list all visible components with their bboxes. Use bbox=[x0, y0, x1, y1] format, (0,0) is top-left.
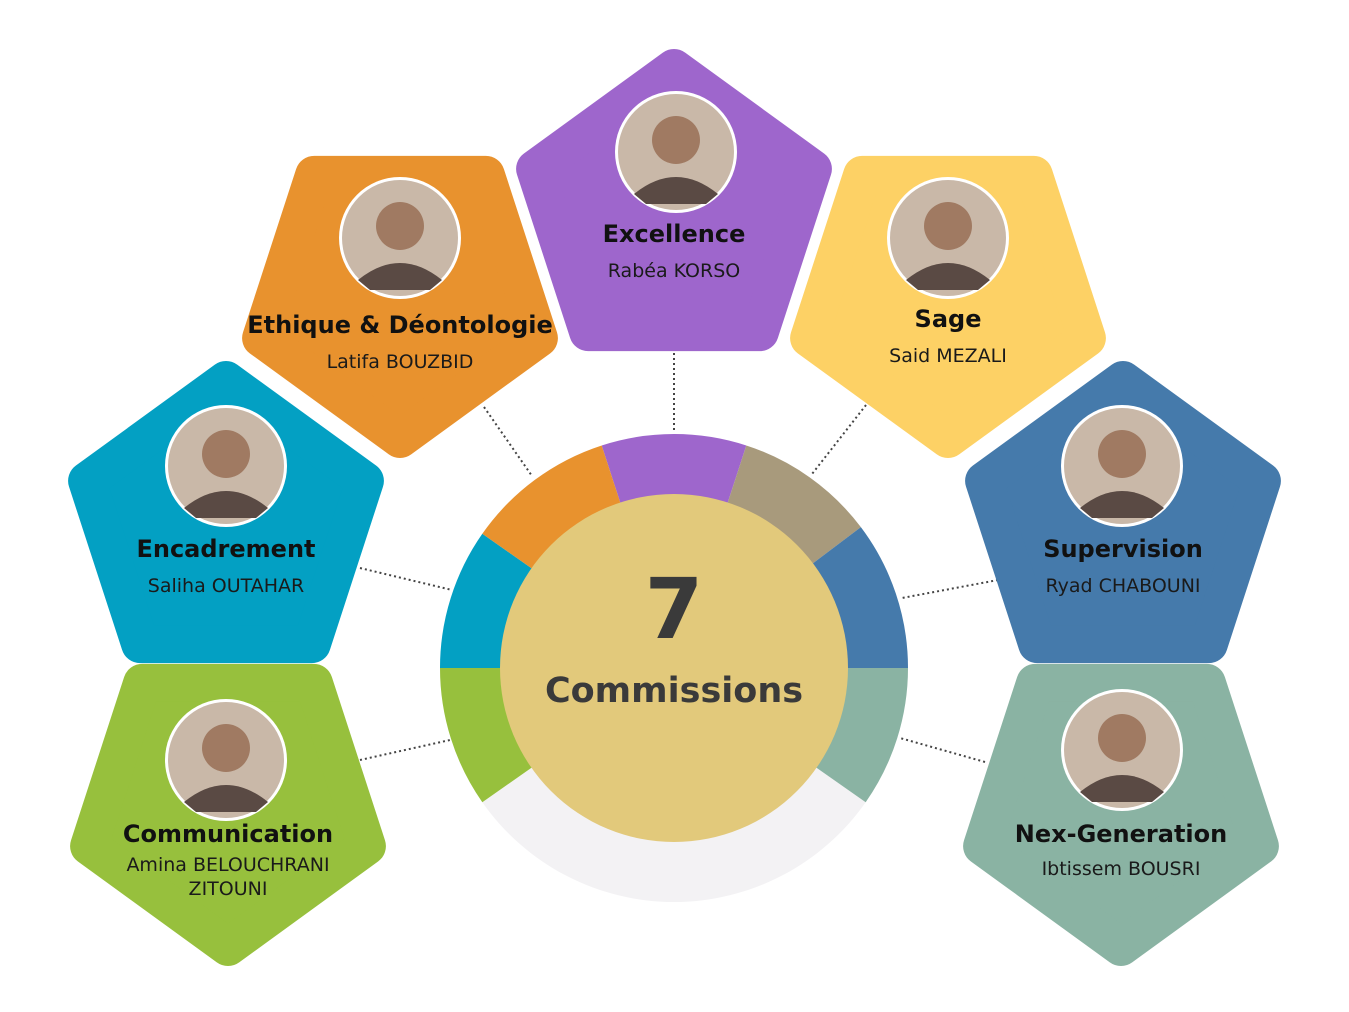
avatar-communication bbox=[165, 699, 287, 821]
connector-sage bbox=[811, 404, 867, 475]
avatar-nex-generation bbox=[1061, 689, 1183, 811]
avatar-sage bbox=[887, 177, 1009, 299]
avatar-supervision bbox=[1061, 405, 1183, 527]
connector-ethique bbox=[483, 406, 533, 477]
pentagon-ethique bbox=[242, 155, 558, 458]
commission-president: Ibtissem BOUSRI bbox=[1042, 858, 1201, 880]
commission-president: ZITOUNI bbox=[189, 878, 268, 900]
commission-count: 7 bbox=[645, 560, 703, 658]
commission-president: Said MEZALI bbox=[889, 345, 1007, 367]
connector-supervision bbox=[901, 579, 999, 599]
person-head-icon bbox=[1098, 430, 1146, 478]
ring bbox=[440, 434, 908, 902]
connectors bbox=[359, 348, 999, 763]
ring-segment-sage bbox=[727, 445, 861, 565]
person-head-icon bbox=[1098, 714, 1146, 762]
person-head-icon bbox=[652, 116, 700, 164]
person-body-icon bbox=[358, 263, 442, 290]
commission-title: Supervision bbox=[1043, 535, 1203, 563]
connector-nex-generation bbox=[899, 737, 986, 763]
commission-title: Excellence bbox=[603, 220, 746, 248]
commission-president: Amina BELOUCHRANI bbox=[126, 854, 329, 876]
pentagon-nex-generation bbox=[963, 663, 1279, 966]
connector-encadrement bbox=[359, 567, 453, 591]
person-head-icon bbox=[202, 724, 250, 772]
ring-segment-ethique bbox=[482, 445, 621, 570]
person-body-icon bbox=[184, 785, 268, 812]
ring-segment-excellence bbox=[601, 434, 747, 505]
avatar-encadrement bbox=[165, 405, 287, 527]
commission-president: Saliha OUTAHAR bbox=[148, 575, 304, 597]
avatar-ethique bbox=[339, 177, 461, 299]
pentagon-sage bbox=[790, 155, 1106, 458]
commission-president: Latifa BOUZBID bbox=[327, 351, 474, 373]
person-body-icon bbox=[634, 177, 718, 204]
connector-communication bbox=[359, 739, 451, 761]
commission-president: Ryad CHABOUNI bbox=[1045, 575, 1200, 597]
commission-title: Sage bbox=[915, 305, 982, 333]
commission-title: Communication bbox=[123, 820, 333, 848]
commission-president: Rabéa KORSO bbox=[608, 260, 740, 282]
ring-segment-nex-generation bbox=[814, 668, 908, 803]
person-body-icon bbox=[906, 263, 990, 290]
person-head-icon bbox=[202, 430, 250, 478]
person-body-icon bbox=[184, 491, 268, 518]
ring-segment-supervision bbox=[811, 527, 908, 668]
commission-title: Nex-Generation bbox=[1015, 820, 1227, 848]
person-head-icon bbox=[924, 202, 972, 250]
person-body-icon bbox=[1080, 775, 1164, 802]
commission-title: Ethique & Déontologie bbox=[247, 311, 553, 339]
ring-segment-encadrement bbox=[440, 533, 534, 668]
center-disk bbox=[500, 494, 848, 842]
commission-title: Encadrement bbox=[136, 535, 315, 563]
ring-background-segment bbox=[482, 766, 866, 902]
commissions-label: Commissions bbox=[545, 671, 803, 711]
person-body-icon bbox=[1080, 491, 1164, 518]
avatar-excellence bbox=[615, 91, 737, 213]
ring-segment-communication bbox=[440, 668, 534, 803]
person-head-icon bbox=[376, 202, 424, 250]
